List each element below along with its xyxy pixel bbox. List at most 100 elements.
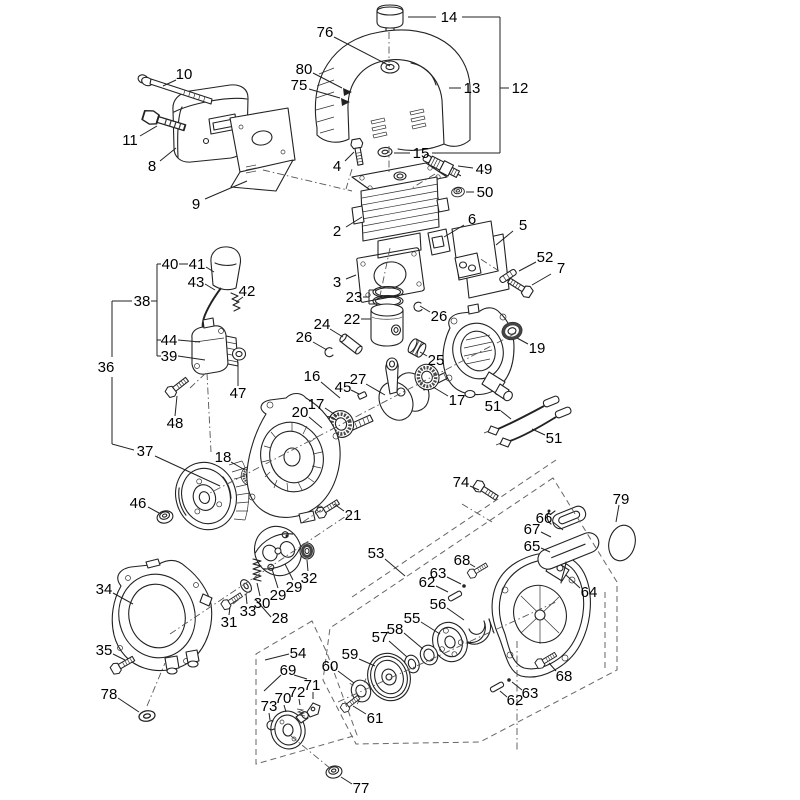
- part-label-44: 44: [161, 332, 178, 349]
- part-label-36: 36: [98, 359, 115, 376]
- part-label-22: 22: [344, 311, 361, 328]
- leader-line: [271, 568, 279, 589]
- part-72-spring: [296, 708, 306, 717]
- part-label-18: 18: [215, 449, 232, 466]
- part-73-circlip: [266, 720, 275, 731]
- part-label-20: 20: [292, 404, 309, 421]
- part-63-screw: [507, 678, 511, 682]
- leader-line: [147, 506, 160, 514]
- part-24-piston-pin: [339, 333, 363, 355]
- leader-line: [540, 547, 551, 553]
- leader-line: [516, 337, 529, 345]
- part-63-screw: [462, 584, 466, 588]
- part-label-33: 33: [240, 603, 257, 620]
- part-59-starter-drum: [367, 652, 411, 702]
- part-47-grommet: [231, 347, 247, 361]
- leader-line: [204, 180, 248, 200]
- leader-line: [340, 776, 353, 785]
- leader-line: [531, 273, 552, 286]
- axis-line: [379, 247, 391, 297]
- part-label-17: 17: [449, 392, 466, 409]
- part-label-26: 26: [296, 329, 313, 346]
- part-label-12: 12: [512, 80, 529, 97]
- part-25-needle-bearing: [407, 338, 427, 358]
- part-label-39: 39: [161, 348, 178, 365]
- part-label-11: 11: [122, 132, 138, 149]
- leader-line: [511, 681, 523, 691]
- leader-line: [552, 521, 564, 531]
- leader-line: [419, 305, 431, 313]
- part-label-37: 37: [137, 443, 154, 460]
- part-label-41: 41: [189, 256, 206, 273]
- leader-line: [352, 705, 367, 715]
- part-label-57: 57: [372, 629, 389, 646]
- part-label-59: 59: [342, 646, 359, 663]
- leader-line: [443, 224, 465, 238]
- part-label-21: 21: [345, 507, 362, 524]
- part-label-28: 28: [272, 610, 289, 627]
- part-label-63: 63: [430, 565, 447, 582]
- part-label-24: 24: [314, 316, 331, 333]
- leader-line: [403, 632, 424, 650]
- leader-line: [615, 504, 620, 523]
- leader-line: [205, 266, 215, 273]
- leader-line: [344, 151, 355, 162]
- part-label-62: 62: [507, 692, 524, 709]
- part-62-pin: [489, 681, 505, 693]
- part-5-insulator-plates: [451, 220, 510, 299]
- part-label-63: 63: [522, 685, 539, 702]
- part-16-crankcase-clutch-side: [442, 303, 515, 402]
- leader-line: [500, 410, 512, 420]
- part-label-42: 42: [239, 283, 256, 300]
- leader-line: [518, 261, 537, 272]
- leader-line: [245, 593, 248, 605]
- part-label-49: 49: [476, 161, 493, 178]
- axis-line: [206, 372, 212, 453]
- part-label-16: 16: [304, 368, 321, 385]
- part-label-51: 51: [485, 398, 502, 415]
- leader-line: [565, 574, 581, 589]
- bracket-line: [111, 443, 135, 451]
- part-41-plug-cap: [210, 246, 242, 291]
- part-label-80: 80: [296, 61, 313, 78]
- part-34-fan-cover: [111, 558, 213, 675]
- part-label-64: 64: [581, 584, 598, 601]
- part-label-9: 9: [192, 196, 200, 213]
- part-label-38: 38: [134, 293, 151, 310]
- part-70-clutch-drum: [270, 710, 309, 750]
- part-label-76: 76: [317, 24, 334, 41]
- center-axis-lines: [146, 32, 559, 770]
- axis-line: [189, 370, 209, 389]
- part-label-14: 14: [441, 9, 458, 26]
- part-label-45: 45: [335, 379, 352, 396]
- part-label-51: 51: [546, 430, 563, 447]
- leader-line: [312, 72, 343, 89]
- leader-line: [204, 283, 216, 291]
- leader-line: [139, 125, 158, 137]
- leader-arrowheads: [341, 88, 352, 106]
- part-label-23: 23: [346, 289, 363, 306]
- leader-line: [499, 690, 508, 698]
- leader-line: [264, 653, 290, 661]
- part-2-cylinder: [351, 162, 450, 259]
- part-45-woodruff-key: [357, 391, 368, 400]
- part-19-oil-seal: [501, 321, 523, 341]
- part-label-72: 72: [289, 684, 306, 701]
- part-30-spring: [252, 558, 262, 582]
- part-label-8: 8: [148, 158, 156, 175]
- axis-line: [262, 169, 353, 192]
- part-66-handle-insert: [552, 505, 587, 530]
- leader-line: [531, 428, 546, 436]
- part-32-washer: [299, 542, 315, 560]
- part-67-rope-end: [546, 509, 556, 525]
- leader-line: [345, 274, 357, 280]
- leader-line: [469, 485, 480, 491]
- part-28-clutch: [253, 525, 303, 577]
- part-label-47: 47: [230, 385, 247, 402]
- part-label-62: 62: [419, 574, 436, 591]
- part-71-pawl: [306, 702, 321, 718]
- part-label-66: 66: [536, 510, 553, 527]
- leader-line: [435, 585, 449, 593]
- leader-line: [228, 606, 231, 616]
- part-label-4: 4: [333, 158, 341, 175]
